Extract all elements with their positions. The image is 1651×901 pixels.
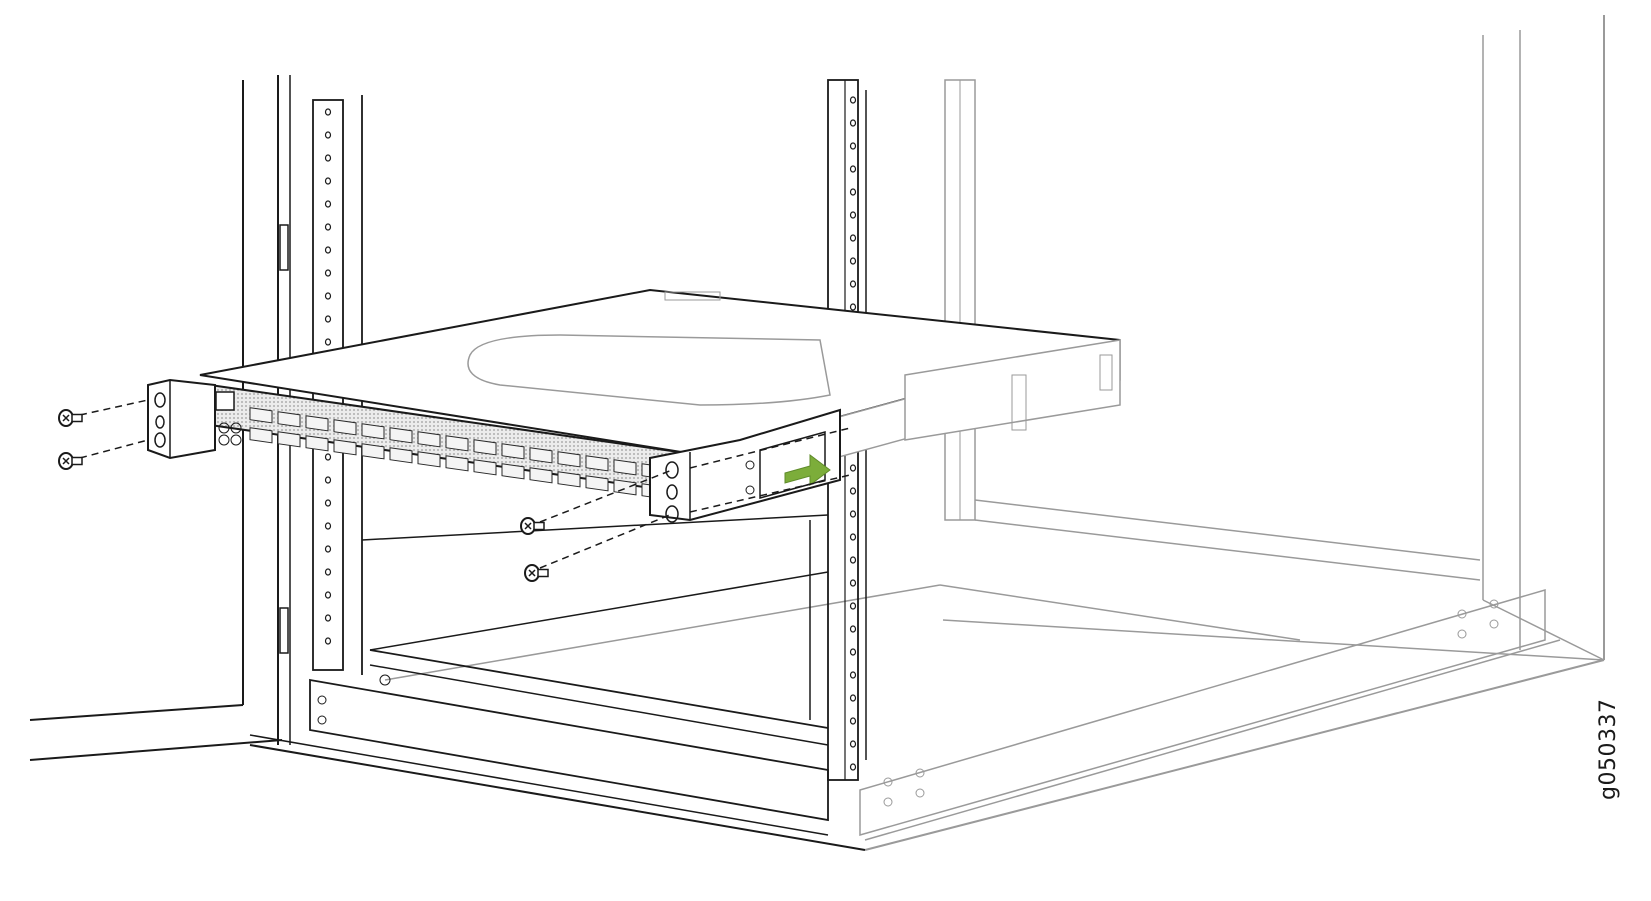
rail-hole [324,568,332,576]
screw-icon [524,564,549,582]
cabinet-back [384,15,1605,851]
port-cage [249,407,273,424]
rail-hole [849,602,857,610]
screw-icon [58,452,83,470]
port-cage [389,447,413,464]
rail-hole [849,671,857,679]
rail-hole [849,257,857,265]
port-cage [277,411,301,428]
rail-hole [849,648,857,656]
port-cage [305,415,329,432]
port-cage [529,467,553,484]
rail-hole [324,177,332,185]
screw-icon [520,517,545,535]
rail-hole [324,476,332,484]
rail-hole [849,142,857,150]
rail-hole [324,131,332,139]
rail-hole [324,315,332,323]
port-cage [389,427,413,444]
rail-hole [849,280,857,288]
rail-hole [324,591,332,599]
port-cage [417,451,441,468]
rail-hole [849,487,857,495]
port-cage [305,435,329,452]
port-cage [613,479,637,496]
port-cage [585,475,609,492]
port-cage [445,435,469,452]
rail-hole [849,96,857,104]
rail-hole [849,165,857,173]
rail-hole [324,200,332,208]
rail-hole [849,510,857,518]
rail-hole [849,694,857,702]
port-cage [473,439,497,456]
rail-hole [324,154,332,162]
port-cage [333,439,357,456]
port-cage [249,427,273,444]
port-cage [473,459,497,476]
figure-id-label: g050337 [1596,698,1621,800]
port-cage [501,463,525,480]
port-cage [277,431,301,448]
direction-arrow-icon [784,454,831,486]
rail-hole [849,533,857,541]
rail-hole [324,338,332,346]
rail-hole [849,579,857,587]
port-cage [585,455,609,472]
port-cage [445,455,469,472]
rail-hole [849,740,857,748]
rail-hole [324,269,332,277]
rail-hole [849,303,857,311]
rail-hole [324,292,332,300]
port-cage [333,419,357,436]
rail-hole [324,246,332,254]
rail-hole [324,637,332,645]
rail-hole [849,556,857,564]
rail-hole [849,625,857,633]
rail-hole [849,717,857,725]
rail-hole [324,453,332,461]
port-cage [529,447,553,464]
rail-hole [324,522,332,530]
port-cage [557,451,581,468]
screw-icon [58,409,83,427]
port-cage [613,459,637,476]
rail-hole [324,223,332,231]
port-cage [501,443,525,460]
rail-hole [324,499,332,507]
rail-hole [849,188,857,196]
rail-hole [849,234,857,242]
rail-hole [849,119,857,127]
port-cage [557,471,581,488]
rail-hole [324,614,332,622]
port-cage [361,423,385,440]
port-cage [361,443,385,460]
left-mounting-bracket [147,378,216,460]
rail-hole [849,211,857,219]
port-cage [417,431,441,448]
screws [58,399,851,582]
rail-hole [324,108,332,116]
rail-hole [324,545,332,553]
rail-hole [849,464,857,472]
rail-hole [849,763,857,771]
right-mounting-bracket [649,408,841,523]
